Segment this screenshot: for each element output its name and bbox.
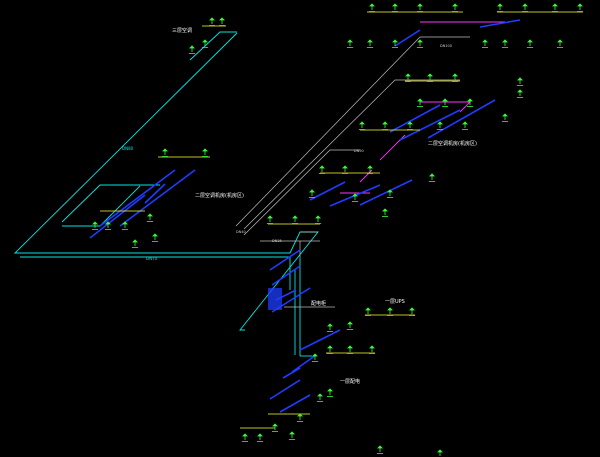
valve-icon: [369, 3, 375, 7]
valve-icon: [342, 165, 348, 169]
valve-icon: [152, 233, 158, 237]
valve-icon: [272, 423, 278, 427]
label-floor-2a: 二层空调机房(机房区): [195, 192, 244, 199]
valve-icon: [367, 165, 373, 169]
valve-icon: [409, 307, 415, 311]
gray-main-pipes: [235, 36, 470, 308]
valve-icon: [462, 121, 468, 125]
valve-icon: [105, 221, 111, 225]
valve-icon: [202, 148, 208, 152]
valve-icon: [452, 3, 458, 7]
valve-icon: [267, 215, 273, 219]
valve-icon: [482, 39, 488, 43]
label-floor-2b: 二层空调机房(机房区): [428, 140, 477, 147]
valve-icon: [387, 189, 393, 193]
valve-icon: [502, 39, 508, 43]
valve-icon: [517, 89, 523, 93]
valve-icon: [347, 39, 353, 43]
valve-icon: [327, 323, 333, 327]
valve-icon: [147, 213, 153, 217]
valve-icon: [452, 73, 458, 77]
valve-icon: [365, 307, 371, 311]
valve-icon: [162, 148, 168, 152]
valve-icon: [327, 388, 333, 392]
valve-icon: [189, 45, 195, 49]
valve-icon: [437, 449, 443, 453]
valve-icon: [122, 221, 128, 225]
valve-icon: [92, 221, 98, 225]
riser-block: [268, 288, 282, 310]
pipe-size-label: DN25: [272, 239, 282, 243]
valve-icon: [242, 433, 248, 437]
valve-icon: [577, 3, 583, 7]
pipe-size-label: DN70: [146, 256, 158, 261]
valve-icon: [552, 3, 558, 7]
valve-icon: [312, 353, 318, 357]
valve-icon: [347, 321, 353, 325]
valve-icon: [327, 345, 333, 349]
valve-icon: [437, 121, 443, 125]
pipe-size-label: DN50: [354, 149, 364, 153]
yellow-branches: [100, 11, 583, 429]
valve-icon: [309, 189, 315, 193]
valve-icon: [405, 73, 411, 77]
valve-icon: [289, 431, 295, 435]
pipe-size-label: DN40: [236, 230, 246, 234]
valve-icon: [317, 393, 323, 397]
valve-icon: [467, 98, 473, 102]
valve-icon: [202, 39, 208, 43]
valve-icon: [352, 193, 358, 197]
valve-icon: [132, 239, 138, 243]
valve-icon: [315, 215, 321, 219]
valve-icon: [219, 17, 225, 21]
valve-icon: [367, 39, 373, 43]
valve-icon: [417, 39, 423, 43]
valve-icon: [527, 39, 533, 43]
valve-icon: [347, 345, 353, 349]
valve-icon: [442, 98, 448, 102]
valve-icon: [517, 77, 523, 81]
valve-icon: [392, 39, 398, 43]
label-floor-1: 一层配电: [340, 378, 360, 385]
valve-icon: [392, 3, 398, 7]
pipe-size-label: DN100: [440, 44, 452, 48]
valve-icon: [522, 3, 528, 7]
valve-icon: [359, 121, 365, 125]
pipe-size-label: DN80: [122, 146, 134, 151]
label-ups: 一层UPS: [385, 299, 405, 305]
label-legend-note: 配电柜: [311, 300, 326, 307]
valve-icon: [407, 121, 413, 125]
valve-icon: [209, 17, 215, 21]
valve-icon: [497, 3, 503, 7]
valve-icon: [557, 39, 563, 43]
blue-pipes: [89, 19, 521, 413]
valve-icon: [319, 165, 325, 169]
valve-icon: [382, 208, 388, 212]
valve-icon: [387, 307, 393, 311]
valve-icon: [417, 3, 423, 7]
valve-group: [92, 3, 583, 456]
valve-icon: [417, 98, 423, 102]
label-floor-3: 三层空调: [172, 27, 192, 34]
valve-icon: [427, 73, 433, 77]
valve-icon: [382, 121, 388, 125]
valve-icon: [292, 215, 298, 219]
valve-icon: [377, 445, 383, 449]
valve-icon: [257, 433, 263, 437]
valve-icon: [369, 345, 375, 349]
valve-icon: [502, 113, 508, 117]
valve-icon: [297, 413, 303, 417]
valve-icon: [429, 173, 435, 177]
